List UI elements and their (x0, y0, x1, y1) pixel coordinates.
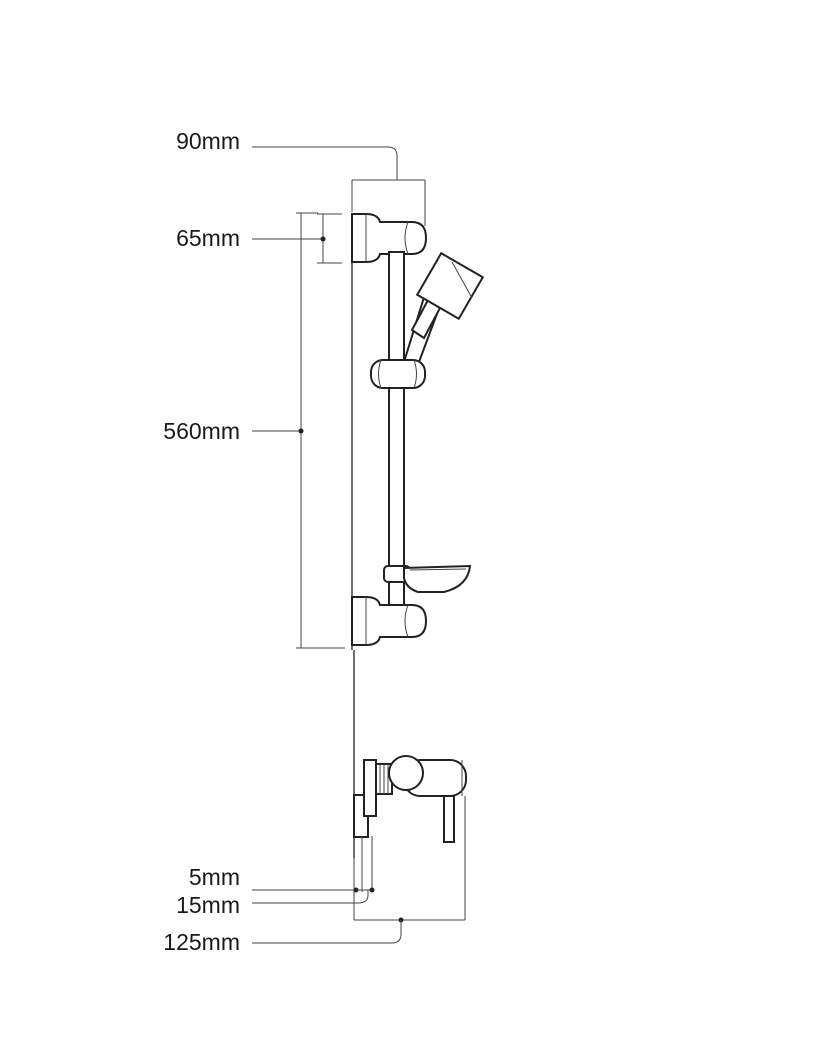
dimension-560mm (252, 212, 345, 649)
dimension-label-90mm: 90mm (176, 128, 240, 154)
dimension-label-65mm: 65mm (176, 225, 240, 251)
soap-dish (383, 564, 472, 593)
dimension-label-15mm: 15mm (176, 892, 240, 918)
dimension-90mm (252, 146, 426, 226)
shower-handset (410, 251, 485, 340)
riser-rail (388, 251, 405, 611)
shower-valve (353, 755, 467, 843)
dimension-label-125mm: 125mm (163, 929, 240, 955)
dimension-depth (252, 836, 375, 904)
bottom-wall-bracket (351, 596, 428, 646)
dimension-65mm (252, 213, 342, 264)
dimension-label-5mm: 5mm (188, 864, 240, 890)
dimension-125mm (252, 796, 466, 944)
top-wall-bracket (351, 213, 428, 263)
wall-line (351, 213, 355, 858)
dimension-label-560mm: 560mm (163, 418, 240, 444)
